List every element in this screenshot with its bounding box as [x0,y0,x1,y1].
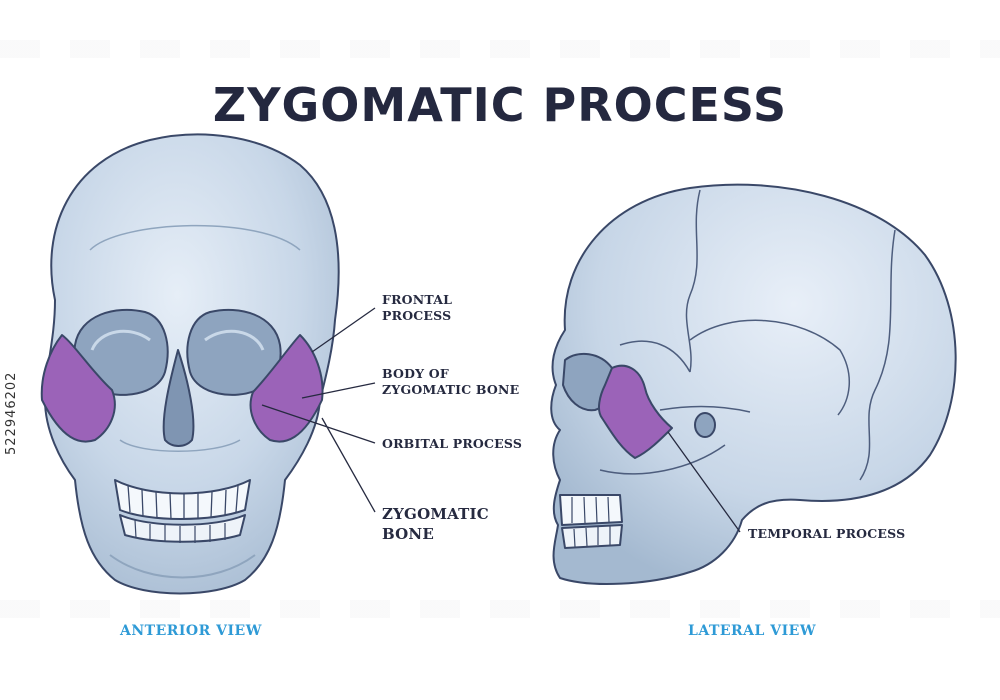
anterior-skull [40,133,340,595]
leader-frontal-process [311,307,376,353]
lateral-zygomatic-highlight [597,364,673,459]
lateral-leader-lines [667,431,741,533]
anterior-leader-lines [261,307,376,513]
lateral-skull [550,183,957,585]
lateral-lower-teeth [561,524,623,549]
caption-lateral-view: LATERAL VIEW [688,623,817,639]
right-zygomatic-highlight [249,334,324,443]
label-body-of-zygomatic-bone: BODY OF ZYGOMATIC BONE [382,366,520,397]
squamosal-suture [689,319,851,416]
page-title: ZYGOMATIC PROCESS [212,78,788,132]
left-zygomatic-highlight [40,334,116,443]
label-frontal-process: FRONTAL PROCESS [382,292,453,323]
upper-teeth [114,479,251,520]
ear-canal [694,412,716,438]
lateral-cranium [550,183,957,585]
nasal-cavity [162,349,195,447]
lower-teeth [119,514,246,543]
caption-anterior-view: ANTERIOR VIEW [120,623,262,639]
lambdoid-suture [859,229,896,481]
label-temporal-process: TEMPORAL PROCESS [748,526,906,541]
watermark-band [0,40,1000,58]
label-zygomatic-bone: ZYGOMATIC BONE [382,505,489,543]
stock-id: 522946202 [4,371,19,455]
coronal-suture [685,189,701,373]
leader-body-of-zygomatic-bone [301,382,376,399]
lateral-upper-teeth [559,494,623,526]
leader-zygomatic-bone [321,417,376,513]
label-orbital-process: ORBITAL PROCESS [382,436,523,451]
leader-orbital-process [261,404,376,444]
leader-temporal-process [667,431,741,533]
watermark-band [0,600,1000,618]
